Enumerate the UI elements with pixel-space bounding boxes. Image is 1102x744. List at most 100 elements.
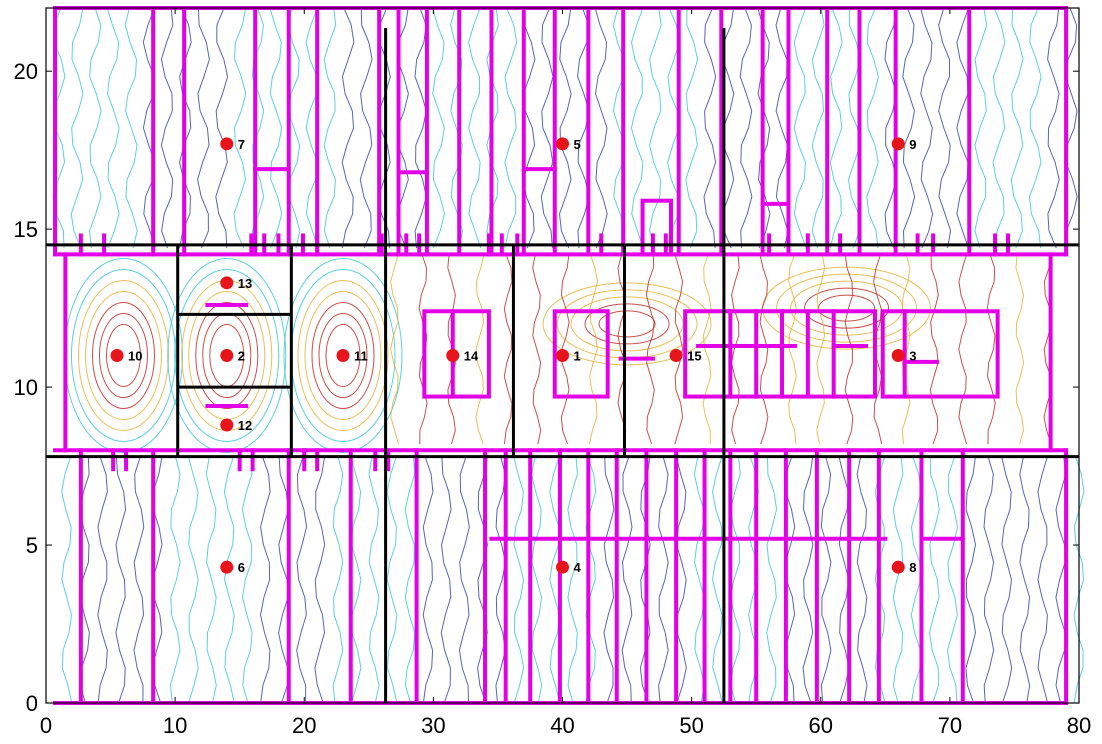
y-tick-label: 20 xyxy=(14,59,38,84)
x-tick-label: 60 xyxy=(809,713,833,738)
contour-line xyxy=(414,7,427,249)
contour-line xyxy=(866,7,879,249)
point-label-14: 14 xyxy=(464,349,479,364)
contour-line xyxy=(816,254,826,445)
contour-line xyxy=(178,7,192,249)
contour-line xyxy=(97,456,108,704)
contour-ring xyxy=(311,302,375,409)
contour-line xyxy=(675,456,687,704)
contour-line xyxy=(332,456,344,704)
contour-line xyxy=(287,7,301,249)
contour-line xyxy=(495,456,507,704)
contour-line xyxy=(589,254,599,445)
contour-line xyxy=(503,254,513,445)
contour-line xyxy=(567,456,578,704)
contour-line xyxy=(958,254,968,445)
contour-line xyxy=(702,254,712,444)
contour-line xyxy=(1064,7,1078,249)
contour-line xyxy=(390,254,399,445)
contour-line xyxy=(685,7,699,249)
contour-line xyxy=(757,7,771,249)
point-11 xyxy=(336,349,350,362)
point-4 xyxy=(556,560,569,574)
divider-lines xyxy=(46,28,1079,703)
contour-line xyxy=(766,456,778,704)
x-tick-label: 40 xyxy=(550,713,574,738)
contour-line xyxy=(645,254,655,445)
contour-line xyxy=(793,7,807,249)
contour-line xyxy=(359,7,373,249)
contour-line xyxy=(549,456,561,704)
contour-ring xyxy=(174,269,280,442)
contour-line xyxy=(458,456,470,704)
contour-ring xyxy=(98,313,148,398)
building-walls xyxy=(53,6,1069,705)
x-tick-label: 50 xyxy=(679,713,703,738)
point-8 xyxy=(891,560,905,574)
x-tick-label: 0 xyxy=(40,713,52,738)
contour-line xyxy=(829,7,843,249)
contour-line xyxy=(1047,7,1060,249)
contour-line xyxy=(440,456,452,704)
contour-line xyxy=(540,7,554,249)
contour-line xyxy=(205,456,217,704)
contour-line xyxy=(577,7,590,249)
contour-line xyxy=(729,456,741,704)
contour-ring xyxy=(167,258,287,453)
contour-line xyxy=(1037,456,1049,704)
contour-line xyxy=(475,254,485,445)
corridor-room xyxy=(422,309,491,399)
contour-ring xyxy=(77,280,169,431)
point-label-15: 15 xyxy=(687,349,701,364)
contour-line xyxy=(269,7,283,249)
contour-line xyxy=(759,254,769,445)
point-label-2: 2 xyxy=(238,349,245,364)
contour-line xyxy=(350,456,362,704)
contour-line xyxy=(386,456,398,704)
point-label-9: 9 xyxy=(909,137,916,152)
contour-line xyxy=(856,456,868,704)
contour-ring xyxy=(91,302,155,409)
contour-line xyxy=(617,254,627,445)
contour-line xyxy=(513,456,525,704)
point-1 xyxy=(556,349,569,362)
contour-line xyxy=(1019,456,1031,704)
contour-line xyxy=(820,456,832,704)
contour-line xyxy=(947,456,959,704)
point-12 xyxy=(220,418,234,432)
point-label-6: 6 xyxy=(238,560,245,575)
contour-ring xyxy=(195,302,259,409)
contour-line xyxy=(531,456,543,704)
contour-line xyxy=(928,456,940,704)
contour-line xyxy=(241,456,253,704)
contour-line xyxy=(259,456,271,704)
y-tick-label: 10 xyxy=(14,375,38,400)
corridor-room xyxy=(880,309,1000,399)
contour-line xyxy=(612,7,626,249)
contour-line xyxy=(648,7,662,249)
contour-line xyxy=(233,7,247,249)
contour-line xyxy=(892,456,904,704)
contour-line xyxy=(1073,456,1085,704)
point-5 xyxy=(556,137,569,151)
x-tick-label: 30 xyxy=(421,713,445,738)
contour-line xyxy=(929,254,939,445)
contour-line xyxy=(323,7,337,249)
contour-line xyxy=(639,456,651,704)
contour-line xyxy=(314,456,326,704)
point-label-7: 7 xyxy=(238,137,245,152)
contour-ring xyxy=(542,282,712,366)
contour-ring xyxy=(297,280,389,431)
contour-line xyxy=(1001,456,1013,704)
contour-line xyxy=(788,254,797,445)
contour-line xyxy=(251,7,265,249)
contour-line xyxy=(368,456,380,704)
contour-line xyxy=(658,456,669,704)
contour-ring xyxy=(105,324,141,387)
contour-ring xyxy=(304,291,382,420)
contour-line xyxy=(992,7,1006,249)
contour-ring xyxy=(325,324,361,387)
contour-line xyxy=(124,7,138,249)
